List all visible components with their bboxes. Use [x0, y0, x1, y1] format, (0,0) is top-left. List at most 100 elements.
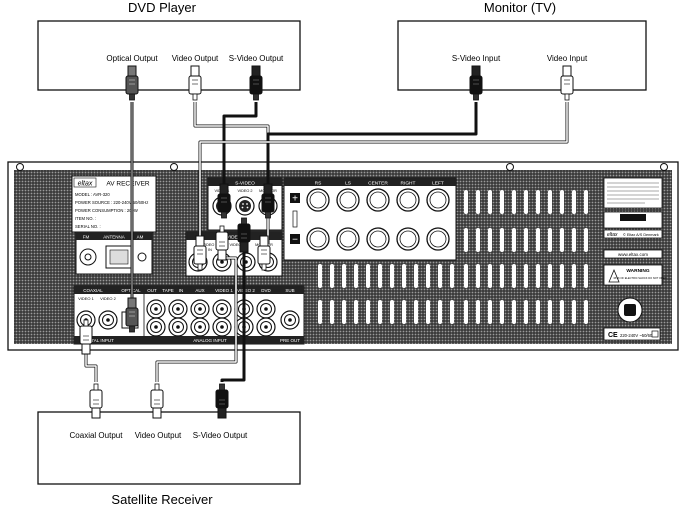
satellite-box [37, 411, 301, 485]
sat-coaxial-label: Coaxial Output [70, 431, 124, 440]
pre-out-footer: PRE OUT [280, 338, 300, 343]
right-info-panel: eltax © Eltax A/S Denmark www.eltax.com … [603, 177, 667, 341]
rca-jack-icon [168, 299, 188, 319]
rca-plug-icon [188, 65, 202, 101]
rca-jack-icon [146, 317, 166, 337]
antenna-panel: FM ANTENNA AM [75, 231, 153, 275]
footer-copy: © Eltax A/S Denmark [623, 233, 659, 237]
cable-sat-svideo [220, 236, 246, 382]
receiver-brand: eltax [78, 181, 93, 188]
model-label-panel: eltax AV RECEIVER MODEL : AVR-320 POWER … [71, 175, 157, 233]
speaker-label: CENTER [368, 181, 388, 187]
antenna-fm-label: FM [83, 235, 90, 240]
speaker-label: RS [315, 181, 322, 187]
sat-svideo-label: S-Video Output [193, 431, 248, 440]
polarity-divider [292, 210, 298, 228]
analog-label: DVD [261, 288, 271, 293]
monitor-svideo-label: S-Video Input [452, 54, 501, 63]
speaker-terminal-icon [366, 227, 390, 251]
receiver-type: AV RECEIVER [106, 181, 150, 188]
rca-jack-icon [168, 317, 188, 337]
monitor-video-label: Video Input [547, 54, 588, 63]
analog-label: IN [179, 288, 184, 293]
speaker-terminal-icon [336, 227, 360, 251]
spec-line: POWER CONSUMPTION : 200W [75, 208, 138, 213]
video-header: VIDEO [227, 235, 242, 241]
input-panel: COAXIAL OPTICAL OUT TAPE IN AUX VIDEO 1 … [73, 285, 305, 345]
dvd-optical-label: Optical Output [106, 54, 158, 63]
satellite-receiver: Coaxial Output Video Output S-Video Outp… [37, 411, 301, 507]
antenna-am-label: AM [137, 235, 144, 240]
speaker-terminal-icon [426, 188, 450, 212]
screw-icon [170, 163, 178, 171]
speaker-terminal-icon [396, 188, 420, 212]
spec-line: ITEM NO. : [75, 216, 96, 221]
antenna-label: ANTENNA [103, 235, 125, 240]
svideo-plug-icon [469, 65, 483, 101]
speaker-label: RIGHT [401, 181, 416, 187]
digital-input-footer: DIGITAL INPUT [82, 338, 114, 343]
speaker-label: LS [345, 181, 351, 187]
satellite-title: Satellite Receiver [111, 492, 213, 507]
video-jack-label: VIDEO 1 [203, 243, 218, 247]
rca-jack-icon [146, 299, 166, 319]
spec-line: SERIAL NO. : [75, 224, 101, 229]
footer-brand: eltax [607, 232, 618, 238]
plus-sign: + [292, 194, 298, 205]
rca-jack-icon [212, 299, 232, 319]
rca-jack-icon [256, 299, 276, 319]
plus-icon [290, 193, 300, 203]
sat-video-label: Video Output [135, 431, 182, 440]
voltage-label: 220-240V ~50/60Hz [620, 333, 657, 338]
svideo-plug-icon [249, 65, 263, 101]
optical-plug-icon [125, 65, 139, 101]
spec-line: POWER SOURCE : 220-240V 50/60Hz [75, 200, 148, 205]
rca-jack-icon [190, 299, 210, 319]
cable-dvd-svideo [222, 102, 258, 196]
monitor-box [397, 20, 647, 91]
analog-label: TAPE [162, 288, 173, 293]
screw-icon [137, 252, 147, 262]
rca-jack-icon [256, 317, 276, 337]
analog-label: OUT [147, 288, 157, 293]
screw-icon [16, 163, 24, 171]
svideo-jack-icon [235, 196, 255, 216]
analog-input-footer: ANALOG INPUT [193, 338, 227, 343]
rca-plug-icon [560, 65, 574, 101]
coaxial-jack-icon [98, 310, 118, 330]
rca-jack-icon [212, 317, 232, 337]
monitor-tv: Monitor (TV) S-Video Input Video Input [397, 0, 647, 91]
monitor-title: Monitor (TV) [484, 0, 556, 15]
website: www.eltax.com [618, 252, 648, 257]
warning-icon [608, 268, 620, 283]
svideo-plug-icon [215, 383, 229, 419]
av-receiver: eltax AV RECEIVER MODEL : AVR-320 POWER … [7, 161, 679, 351]
spec-line: MODEL : AVR-320 [75, 192, 110, 197]
speaker-terminal-icon [366, 188, 390, 212]
screw-icon [660, 163, 668, 171]
speaker-terminal-icon [336, 188, 360, 212]
rca-jack-icon [236, 252, 256, 272]
analog-label: SUB [285, 288, 294, 293]
analog-label: VIDEO 1 [215, 288, 233, 293]
digital-jack-label: VIDEO 2 [100, 296, 117, 301]
speaker-label: LEFT [432, 181, 444, 187]
cable-monitor-svideo [266, 102, 478, 196]
speaker-terminal-icon [306, 227, 330, 251]
dvd-player-title: DVD Player [128, 0, 197, 15]
digital-jack-label: VIDEO 1 [78, 296, 95, 301]
dvd-svideo-label: S-Video Output [229, 54, 284, 63]
video-jack-label: VIDEO 2 [230, 243, 245, 247]
screw-icon [506, 163, 514, 171]
speaker-panel: RS LS CENTER RIGHT LEFT + − [283, 177, 457, 261]
video-in-label: IN [208, 248, 212, 252]
speaker-terminal-icon [306, 188, 330, 212]
speaker-terminal-icon [396, 227, 420, 251]
minus-icon [290, 234, 300, 244]
warning-text: RISK OF ELECTRIC SHOCK DO NOT OPEN [614, 276, 667, 280]
warning-title: WARNING [626, 268, 649, 274]
analog-label: VIDEO 2 [237, 288, 255, 293]
dvd-video-label: Video Output [172, 54, 219, 63]
rca-plug-icon [89, 383, 103, 419]
